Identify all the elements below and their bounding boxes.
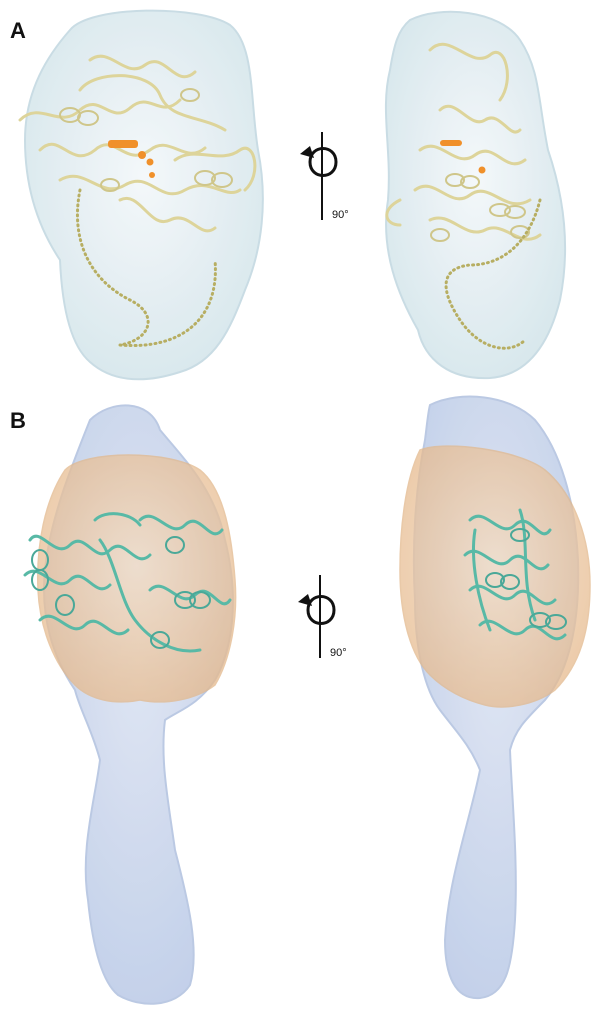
panel-b-left-view bbox=[25, 405, 236, 1003]
rotation-label-b: 90° bbox=[330, 647, 347, 659]
envelope-a-right bbox=[386, 12, 565, 378]
rotation-label-a: 90° bbox=[332, 209, 349, 221]
rotation-icon-b: 90° bbox=[298, 575, 347, 659]
panel-a-right-view bbox=[386, 12, 565, 378]
envelope-b-left-inner bbox=[38, 455, 236, 702]
panel-a-left-view bbox=[20, 11, 263, 380]
rotation-icon-a: 90° bbox=[300, 132, 349, 221]
panel-b-right-view bbox=[400, 397, 590, 999]
